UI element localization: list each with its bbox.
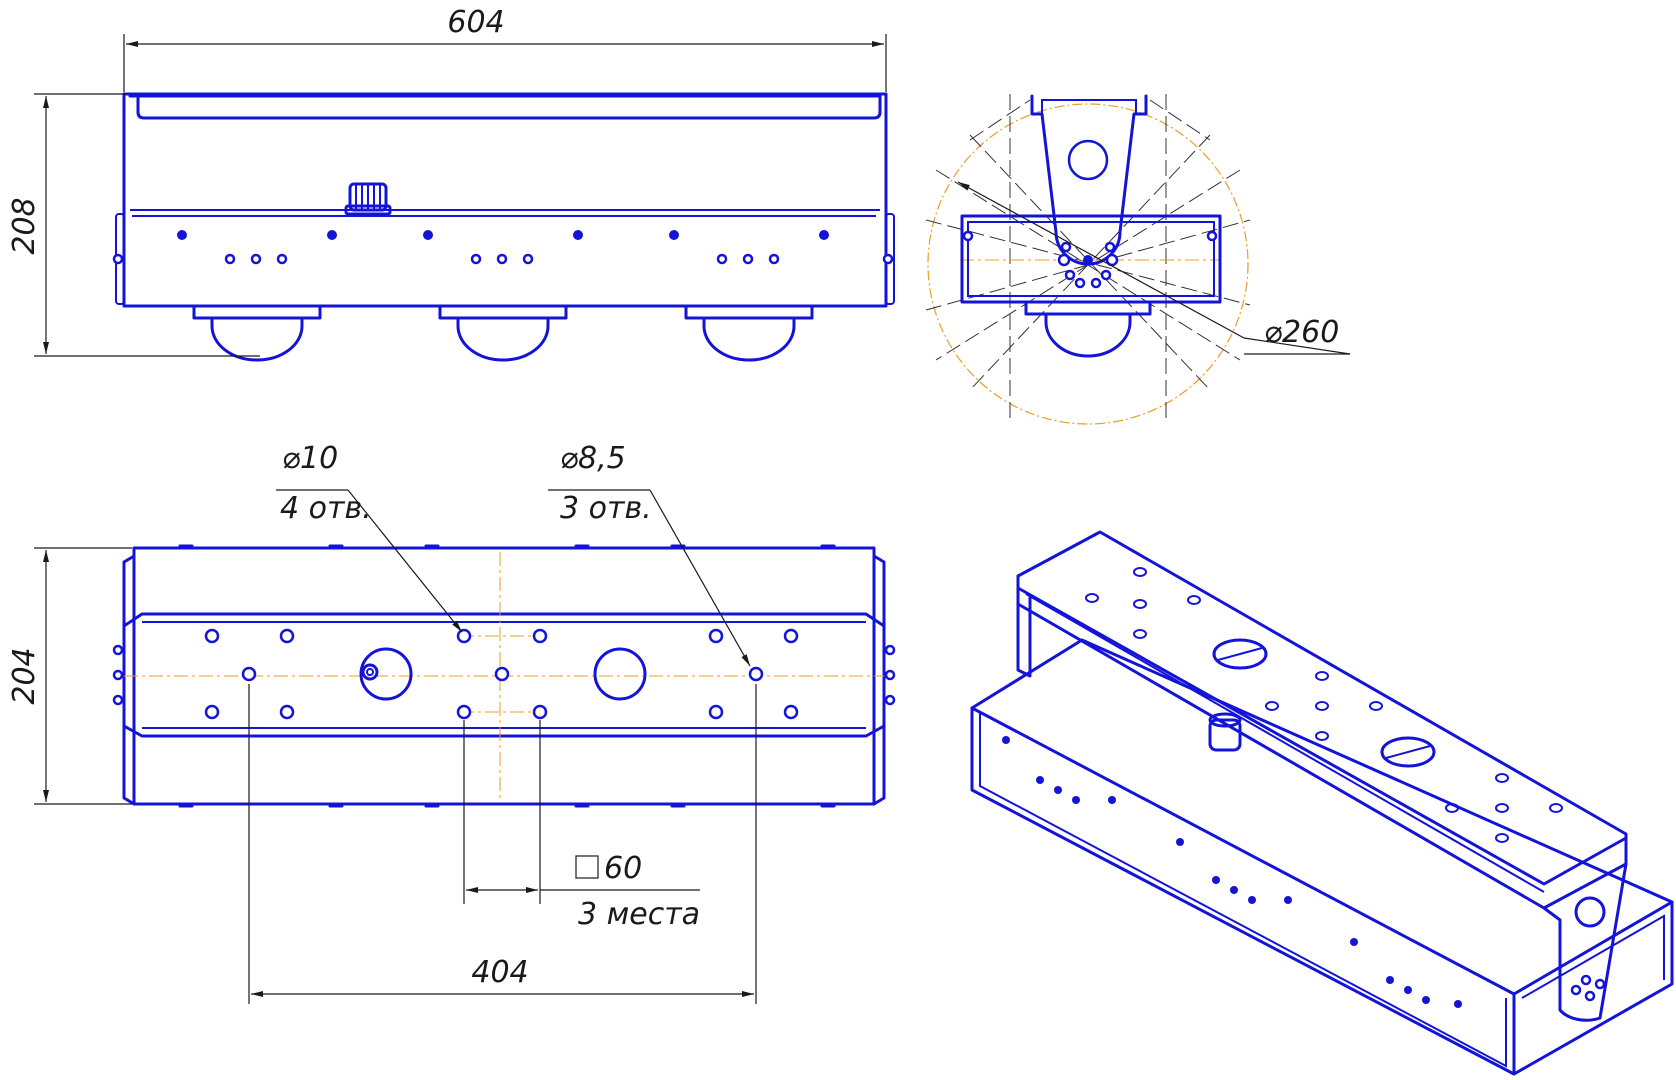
overall-height-label: 208 — [7, 197, 42, 254]
square-size-label: 60 — [604, 851, 642, 886]
iso-side-holes — [1002, 736, 1462, 1008]
swing-diameter-label: ⌀260 — [1264, 315, 1339, 350]
hole-d10-label: ⌀10 — [282, 441, 338, 476]
isometric-view — [970, 530, 1674, 1076]
hole-d10-count-label: 4 отв. — [280, 491, 372, 526]
top-view: ⌀10 4 отв. ⌀8,5 3 отв. 204 60 3 места 40… — [7, 441, 896, 1004]
edge-ticks — [178, 544, 836, 808]
front-view: 604 208 — [7, 5, 895, 362]
base-width-label: 204 — [7, 647, 42, 704]
iso-holes — [1085, 567, 1563, 843]
vent-holes — [224, 253, 780, 265]
hole-spacing-label: 404 — [471, 955, 528, 990]
hole-d85-count-label: 3 отв. — [560, 491, 652, 526]
hole-d85-label: ⌀8,5 — [560, 441, 626, 476]
square-count-label: 3 места — [578, 897, 700, 932]
overall-length-label: 604 — [447, 5, 504, 40]
hole-pattern — [204, 628, 799, 720]
side-bracket — [1030, 94, 1148, 289]
side-view: ⌀260 — [925, 94, 1351, 425]
lens-modules — [192, 304, 814, 362]
cable-gland — [344, 182, 392, 216]
